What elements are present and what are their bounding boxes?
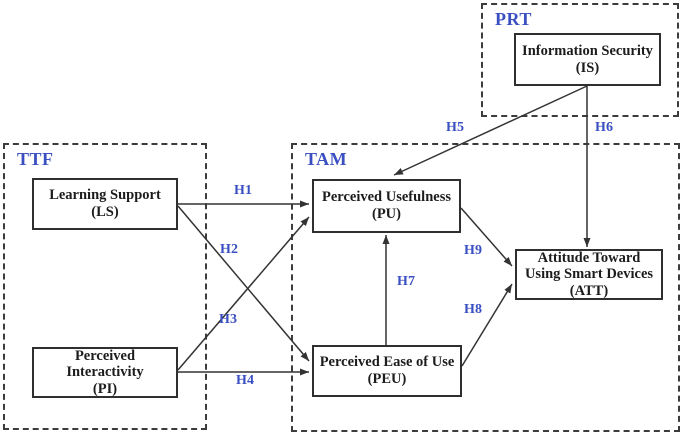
arrow-h5-is-to-pu bbox=[393, 85, 588, 176]
node-information-security: Information Security (IS) bbox=[514, 33, 661, 86]
frame-prt: PRT bbox=[481, 3, 679, 117]
frame-ttf: TTF bbox=[3, 143, 207, 430]
hypothesis-label-h2: H2 bbox=[220, 242, 238, 257]
hypothesis-label-h4: H4 bbox=[236, 373, 254, 388]
node-learning-support: Learning Support (LS) bbox=[32, 178, 178, 230]
hypothesis-label-h7: H7 bbox=[397, 274, 415, 289]
frame-tam: TAM bbox=[291, 143, 680, 432]
hypothesis-label-h3: H3 bbox=[219, 312, 237, 327]
node-perceived-usefulness: Perceived Usefulness (PU) bbox=[312, 179, 461, 233]
arrow-h3-pi-to-pu bbox=[177, 216, 310, 371]
frame-ttf-label: TTF bbox=[17, 149, 54, 169]
hypothesis-label-h8: H8 bbox=[464, 302, 482, 317]
arrow-h9-pu-to-att bbox=[460, 207, 513, 267]
hypothesis-label-h1: H1 bbox=[234, 183, 252, 198]
hypothesis-label-h5: H5 bbox=[446, 120, 464, 135]
node-perceived-interactivity: Perceived Interactivity (PI) bbox=[32, 347, 178, 398]
arrow-h8-peu-to-att bbox=[461, 283, 513, 367]
hypothesis-label-h6: H6 bbox=[595, 120, 613, 135]
arrow-h2-ls-to-peu bbox=[177, 205, 310, 362]
node-perceived-ease-of-use: Perceived Ease of Use (PEU) bbox=[312, 345, 462, 397]
node-attitude-toward-using: Attitude Toward Using Smart Devices (ATT… bbox=[515, 249, 663, 300]
hypothesis-label-h9: H9 bbox=[464, 243, 482, 258]
frame-prt-label: PRT bbox=[495, 9, 532, 29]
frame-tam-label: TAM bbox=[305, 149, 348, 169]
